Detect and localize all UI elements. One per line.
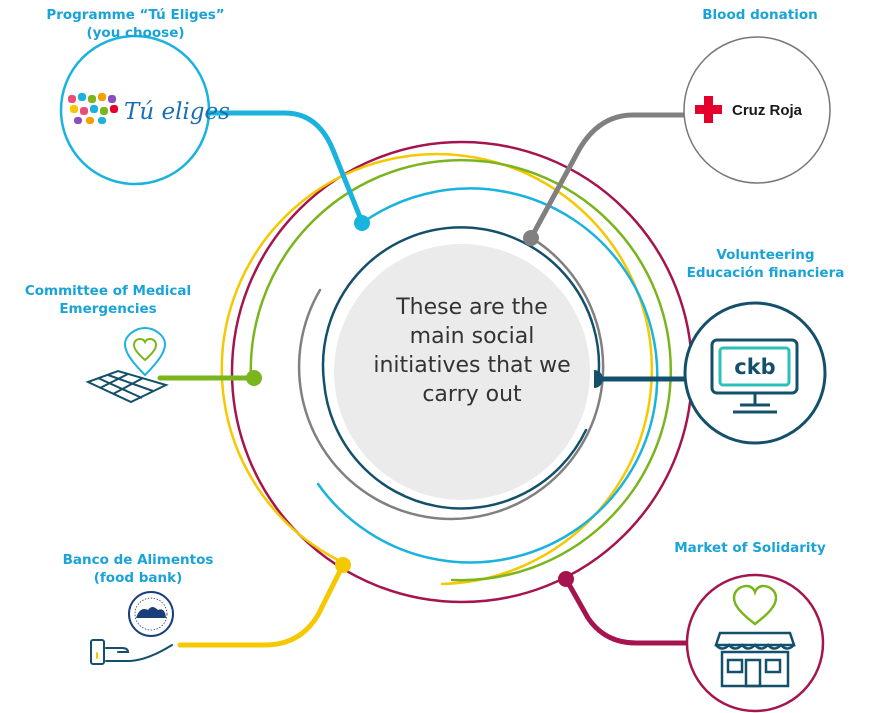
cruz-roja-logo-text: Cruz Roja bbox=[732, 102, 803, 119]
dot-medical bbox=[246, 370, 262, 386]
dot-blood bbox=[523, 230, 539, 246]
label-medical-line2: Emergencies bbox=[59, 301, 157, 317]
tu-eliges-badge: Tú eliges bbox=[59, 34, 230, 186]
center-disc bbox=[334, 244, 590, 500]
center-text-line4: carry out bbox=[422, 382, 522, 407]
dot-solidarity bbox=[558, 571, 574, 587]
center-text: These are the main social initiatives th… bbox=[352, 293, 592, 409]
map-pin-icon bbox=[85, 326, 169, 404]
center-text-line1: These are the bbox=[396, 295, 548, 320]
connector-solidarity bbox=[563, 576, 691, 646]
label-food-bank-line2: (food bank) bbox=[93, 570, 183, 586]
connector-dots bbox=[246, 215, 603, 587]
label-volunteering-line1: Volunteering bbox=[716, 247, 815, 263]
tu-eliges-logo-text: Tú eliges bbox=[124, 99, 230, 125]
label-tu-eliges-line2: (you choose) bbox=[86, 25, 185, 41]
red-cross-icon bbox=[695, 96, 722, 123]
connector-tu-eliges bbox=[205, 110, 365, 225]
rings bbox=[220, 140, 694, 604]
label-medical-line1: Committee of Medical bbox=[24, 283, 192, 299]
center-text-line2: main social bbox=[409, 324, 535, 349]
dot-tu-eliges bbox=[354, 215, 370, 231]
label-solidarity: Market of Solidarity bbox=[655, 539, 845, 557]
label-volunteering-line2: Educación financiera bbox=[686, 265, 845, 281]
heart-icon bbox=[732, 584, 778, 626]
label-solidarity-line1: Market of Solidarity bbox=[674, 540, 826, 556]
connector-blood bbox=[528, 112, 686, 241]
food-bank-logo-icon bbox=[128, 591, 174, 637]
label-medical: Committee of Medical Emergencies bbox=[8, 282, 208, 318]
ring-gray-arc bbox=[297, 235, 605, 521]
ckb-logo-text: ckb bbox=[734, 355, 775, 379]
label-tu-eliges: Programme “Tú Eliges” (you choose) bbox=[18, 6, 253, 42]
center-text-line3: initiatives that we bbox=[373, 353, 571, 378]
ring-cyan-arc bbox=[316, 187, 659, 564]
label-tu-eliges-line1: Programme “Tú Eliges” bbox=[46, 7, 225, 23]
label-blood-donation: Blood donation bbox=[685, 6, 835, 24]
label-food-bank-line1: Banco de Alimentos bbox=[62, 552, 214, 568]
ring-green-arc bbox=[249, 158, 673, 582]
dot-volunteering bbox=[594, 370, 603, 388]
hand-phone-icon bbox=[90, 639, 173, 665]
label-food-bank: Banco de Alimentos (food bank) bbox=[48, 551, 228, 587]
connectors bbox=[157, 110, 691, 648]
dot-food-bank bbox=[335, 557, 351, 573]
label-volunteering: Volunteering Educación financiera bbox=[668, 246, 863, 282]
monitor-icon bbox=[710, 338, 799, 414]
solidarity-badge bbox=[685, 573, 825, 713]
cruz-roja-badge: Cruz Roja bbox=[683, 36, 831, 184]
shop-icon bbox=[714, 631, 796, 688]
ring-yellow-arc bbox=[220, 152, 654, 586]
ckb-badge: ckb bbox=[683, 301, 827, 445]
hands-icon bbox=[68, 93, 118, 124]
connector-food-bank bbox=[177, 562, 346, 648]
label-blood-donation-line1: Blood donation bbox=[702, 7, 818, 23]
ring-navy-arc bbox=[321, 226, 601, 510]
